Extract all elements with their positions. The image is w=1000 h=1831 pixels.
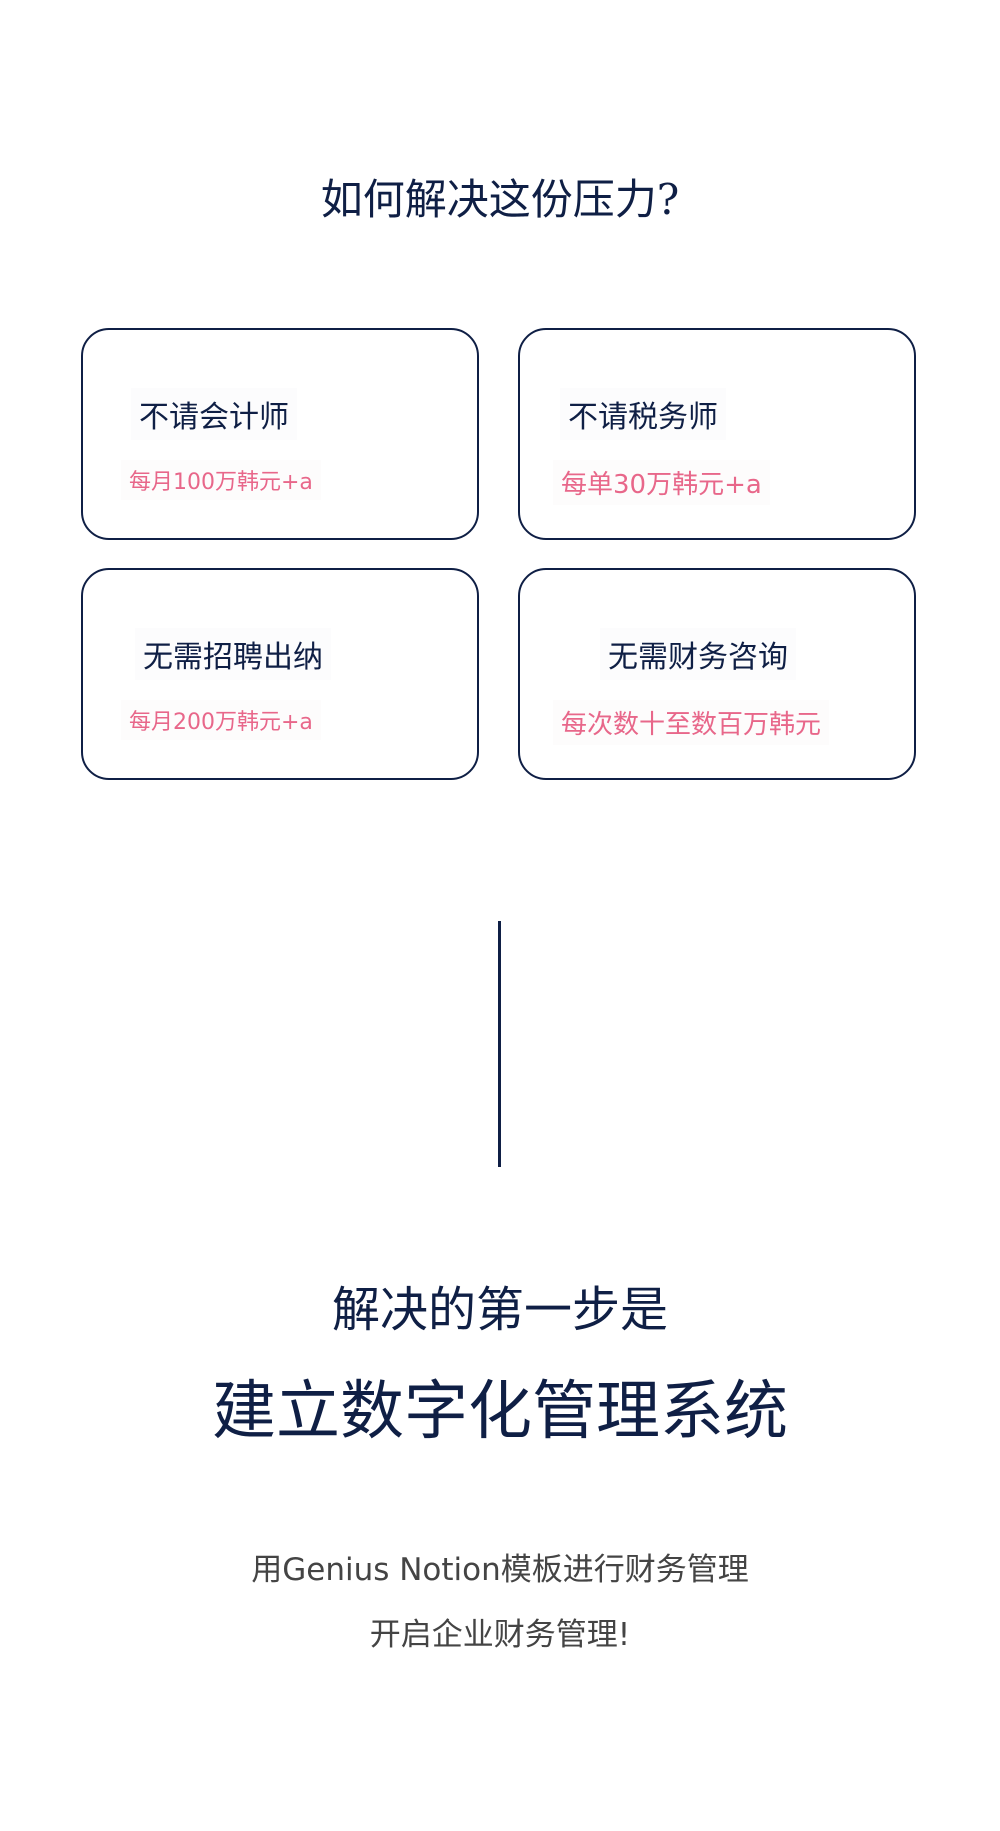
card-price: 每次数十至数百万韩元 (553, 700, 830, 745)
card-no-cashier: 无需招聘出纳 每月200万韩元+a (81, 568, 479, 780)
card-title: 无需财务咨询 (600, 628, 796, 680)
description-line-2: 开启企业财务管理! (369, 1617, 631, 1653)
card-price: 每单30万韩元+a (553, 460, 770, 505)
description-line-1: 用Genius Notion模板进行财务管理 (251, 1552, 749, 1588)
card-title: 无需招聘出纳 (135, 628, 331, 680)
vertical-divider (498, 921, 501, 1167)
section-title: 如何解决这份压力? (320, 175, 680, 224)
solution-intro: 解决的第一步是 (331, 1282, 668, 1338)
card-price: 每月200万韩元+a (121, 700, 321, 740)
solution-headline: 建立数字化管理系统 (212, 1375, 788, 1449)
card-title: 不请会计师 (131, 388, 297, 440)
card-no-consulting: 无需财务咨询 每次数十至数百万韩元 (518, 568, 916, 780)
card-no-accountant: 不请会计师 每月100万韩元+a (81, 328, 479, 540)
card-price: 每月100万韩元+a (121, 460, 321, 500)
card-title: 不请税务师 (560, 388, 726, 440)
card-no-tax-advisor: 不请税务师 每单30万韩元+a (518, 328, 916, 540)
